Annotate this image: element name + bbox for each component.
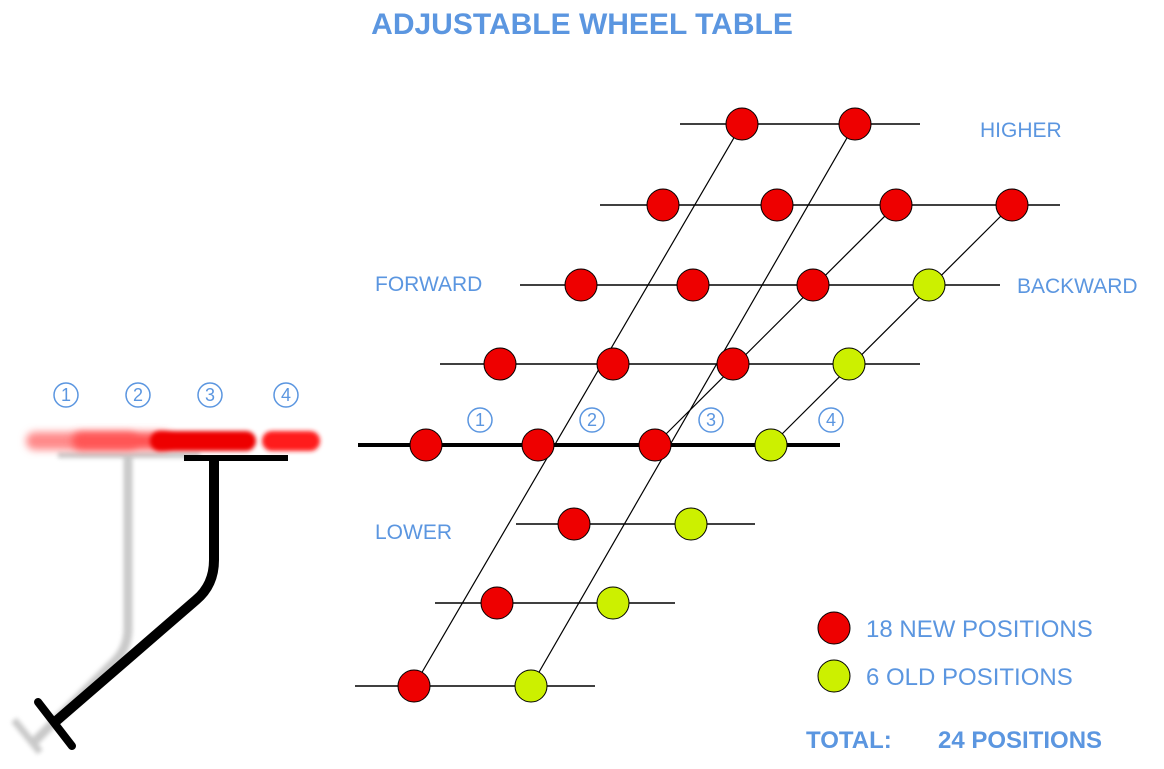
position-dot-new bbox=[483, 347, 517, 381]
grid-position-numbers: 1 2 3 4 bbox=[467, 407, 844, 433]
position-dot-old bbox=[832, 347, 866, 381]
position-dot-new bbox=[879, 188, 913, 222]
side-position-numbers: 1 2 3 4 bbox=[53, 382, 299, 408]
stand bbox=[34, 455, 288, 750]
legend-old-label: 6 OLD POSITIONS bbox=[866, 664, 1073, 691]
position-dot-old bbox=[754, 428, 788, 462]
position-dot-new bbox=[838, 107, 872, 141]
stand-ghost bbox=[11, 452, 200, 755]
grid-number-1: 1 bbox=[475, 410, 485, 430]
position-dot-old bbox=[674, 507, 708, 541]
position-dot-new bbox=[409, 428, 443, 462]
position-dot-old bbox=[596, 586, 630, 620]
position-dot-new bbox=[716, 347, 750, 381]
position-dot-new bbox=[397, 669, 431, 703]
position-dot-old bbox=[514, 669, 548, 703]
legend-new-label: 18 NEW POSITIONS bbox=[866, 616, 1093, 643]
grid-number-3: 3 bbox=[706, 410, 716, 430]
position-dot-new bbox=[638, 428, 672, 462]
position-dot-new bbox=[796, 268, 830, 302]
position-dot-old bbox=[912, 268, 946, 302]
position-dot-new bbox=[725, 107, 759, 141]
label-higher: HIGHER bbox=[980, 119, 1062, 142]
legend-new-swatch bbox=[817, 611, 851, 645]
position-dot-new bbox=[521, 428, 555, 462]
position-dot-new bbox=[480, 586, 514, 620]
grid-diagonals bbox=[413, 123, 1013, 687]
position-dot-new bbox=[676, 268, 710, 302]
side-number-1: 1 bbox=[61, 385, 71, 405]
position-dot-new bbox=[557, 507, 591, 541]
label-backward: BACKWARD bbox=[1017, 275, 1138, 298]
label-forward: FORWARD bbox=[375, 273, 482, 296]
position-dot-new bbox=[596, 347, 630, 381]
side-number-2: 2 bbox=[133, 385, 143, 405]
position-dot-new bbox=[760, 188, 794, 222]
position-dot-new bbox=[646, 188, 680, 222]
grid-rows bbox=[355, 123, 1060, 687]
legend: 18 NEW POSITIONS 6 OLD POSITIONS bbox=[817, 611, 1093, 693]
legend-old-swatch bbox=[817, 659, 851, 693]
total-value: 24 POSITIONS bbox=[938, 727, 1102, 754]
position-grid: 1 2 3 4 bbox=[355, 107, 1060, 703]
table-side-view: 1 2 3 4 bbox=[11, 382, 320, 755]
side-number-4: 4 bbox=[281, 385, 291, 405]
grid-number-4: 4 bbox=[826, 410, 836, 430]
grid-dots bbox=[397, 107, 1029, 703]
page-title: ADJUSTABLE WHEEL TABLE bbox=[371, 8, 793, 41]
label-lower: LOWER bbox=[375, 521, 452, 544]
position-dot-new bbox=[564, 268, 598, 302]
position-dot-new bbox=[995, 188, 1029, 222]
side-number-3: 3 bbox=[205, 385, 215, 405]
grid-number-2: 2 bbox=[587, 410, 597, 430]
total-label: TOTAL: bbox=[806, 727, 892, 754]
table-tops bbox=[26, 431, 320, 451]
